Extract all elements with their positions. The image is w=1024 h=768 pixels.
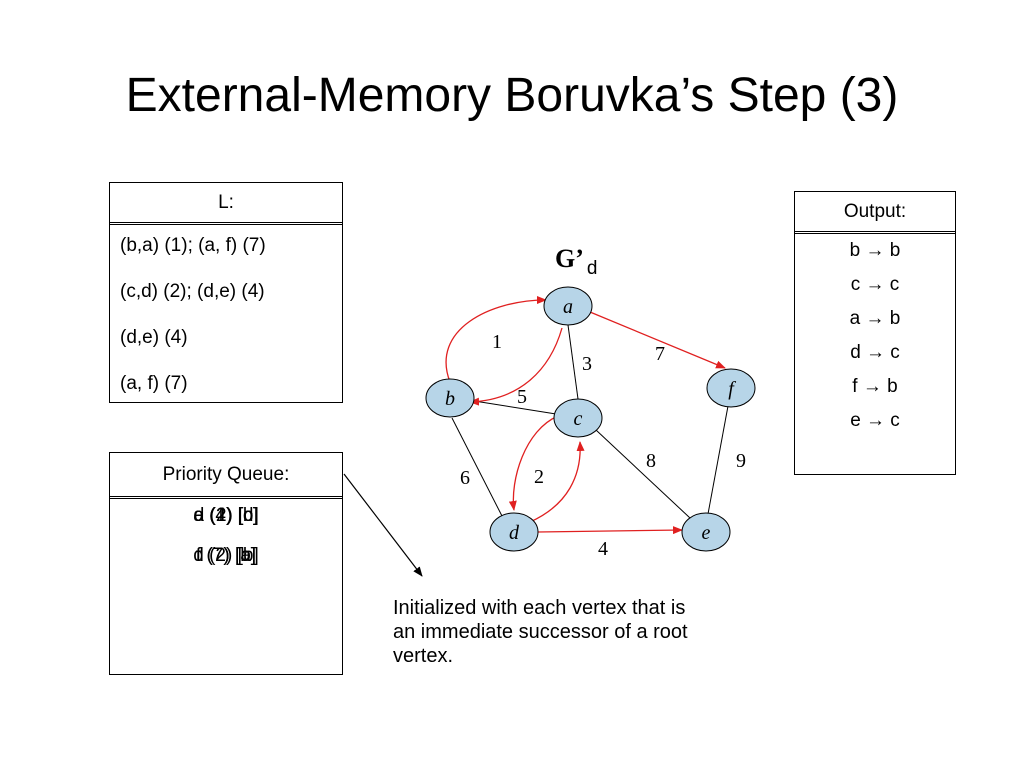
l-list-item: (a, f) (7) — [120, 373, 188, 394]
priority-queue-row: a (1) [b] d (2) [c] e (4) [d] — [110, 505, 342, 545]
graph-node-b: b — [425, 378, 475, 418]
l-list-header: L: — [110, 183, 342, 225]
l-list-item: (b,a) (1); (a, f) (7) — [120, 235, 266, 256]
priority-queue-header: Priority Queue: — [110, 453, 342, 499]
edge-a-f-highlight — [589, 311, 726, 369]
graph-node-e: e — [681, 512, 731, 552]
edge-weight-a-c: 3 — [582, 353, 592, 375]
edge-a-c — [567, 324, 579, 400]
edge-c-d-highlight — [508, 415, 559, 511]
node-label-b: b — [445, 388, 455, 410]
output-item: a → b — [849, 308, 901, 329]
graph-title: G’d — [555, 244, 597, 279]
output-item: f → b — [852, 376, 898, 397]
output-item: c → c — [850, 274, 900, 295]
edge-d-e-highlight — [537, 526, 683, 535]
page-title: External-Memory Boruvka’s Step (3) — [125, 69, 899, 122]
priority-queue-entry: d (2) [c] — [193, 505, 259, 526]
output-box: Output: b → b c → c a → b d → c f → b e … — [794, 191, 956, 475]
edge-weight-f-e: 9 — [736, 450, 746, 472]
node-label-d: d — [509, 522, 520, 544]
edge-a-b-highlight — [469, 327, 563, 406]
output-item: b → b — [849, 240, 901, 261]
node-label-c: c — [574, 408, 583, 430]
edge-weight-b-d: 6 — [460, 467, 470, 489]
l-list-box: L: (b,a) (1); (a, f) (7) (c,d) (2); (d,e… — [109, 182, 343, 403]
edge-b-a-highlight — [445, 296, 547, 383]
priority-queue-box: Priority Queue: a (1) [b] d (2) [c] e (4… — [109, 452, 343, 675]
edge-weight-a-f: 7 — [655, 343, 665, 365]
note-text: Initialized with each vertex that is an … — [393, 597, 688, 667]
priority-queue-entry: e (4) [d] — [193, 505, 259, 526]
edge-weight-b-a: 1 — [492, 331, 502, 353]
graph-title-sub: d — [587, 258, 598, 279]
edge-weight-b-c: 5 — [517, 386, 527, 408]
output-item: e → c — [850, 410, 900, 431]
graph-node-f: f — [706, 368, 756, 408]
l-list-item: (c,d) (2); (d,e) (4) — [120, 281, 265, 302]
edge-weight-c-e: 8 — [646, 450, 656, 472]
edge-b-d — [451, 417, 503, 517]
graph-node-a: a — [543, 286, 593, 326]
node-label-e: e — [702, 522, 711, 544]
node-label-f: f — [728, 378, 736, 400]
output-item: d → c — [850, 342, 900, 363]
graph-title-main: G’ — [555, 244, 584, 273]
priority-queue-entry: a (1) [b] — [193, 505, 259, 526]
priority-queue-entry: d (2) [b] — [193, 545, 259, 566]
edge-f-e — [707, 405, 729, 515]
edge-d-c-highlight — [529, 441, 585, 523]
priority-queue-row: f (7) [a] d (2) [b] t (7) [b] — [110, 545, 342, 585]
edge-weight-d-e: 4 — [598, 538, 608, 560]
l-list-item: (d,e) (4) — [120, 327, 188, 348]
pointer-arrow — [343, 473, 423, 577]
graph-node-c: c — [553, 398, 603, 438]
priority-queue-entry: t (7) [b] — [195, 545, 257, 566]
edge-b-c — [467, 399, 557, 415]
edge-weight-c-d: 2 — [534, 466, 544, 488]
node-label-a: a — [563, 296, 573, 318]
graph-node-d: d — [489, 512, 539, 552]
edge-c-e — [595, 429, 691, 519]
output-header: Output: — [795, 192, 955, 234]
priority-queue-entry: f (7) [a] — [195, 545, 257, 566]
